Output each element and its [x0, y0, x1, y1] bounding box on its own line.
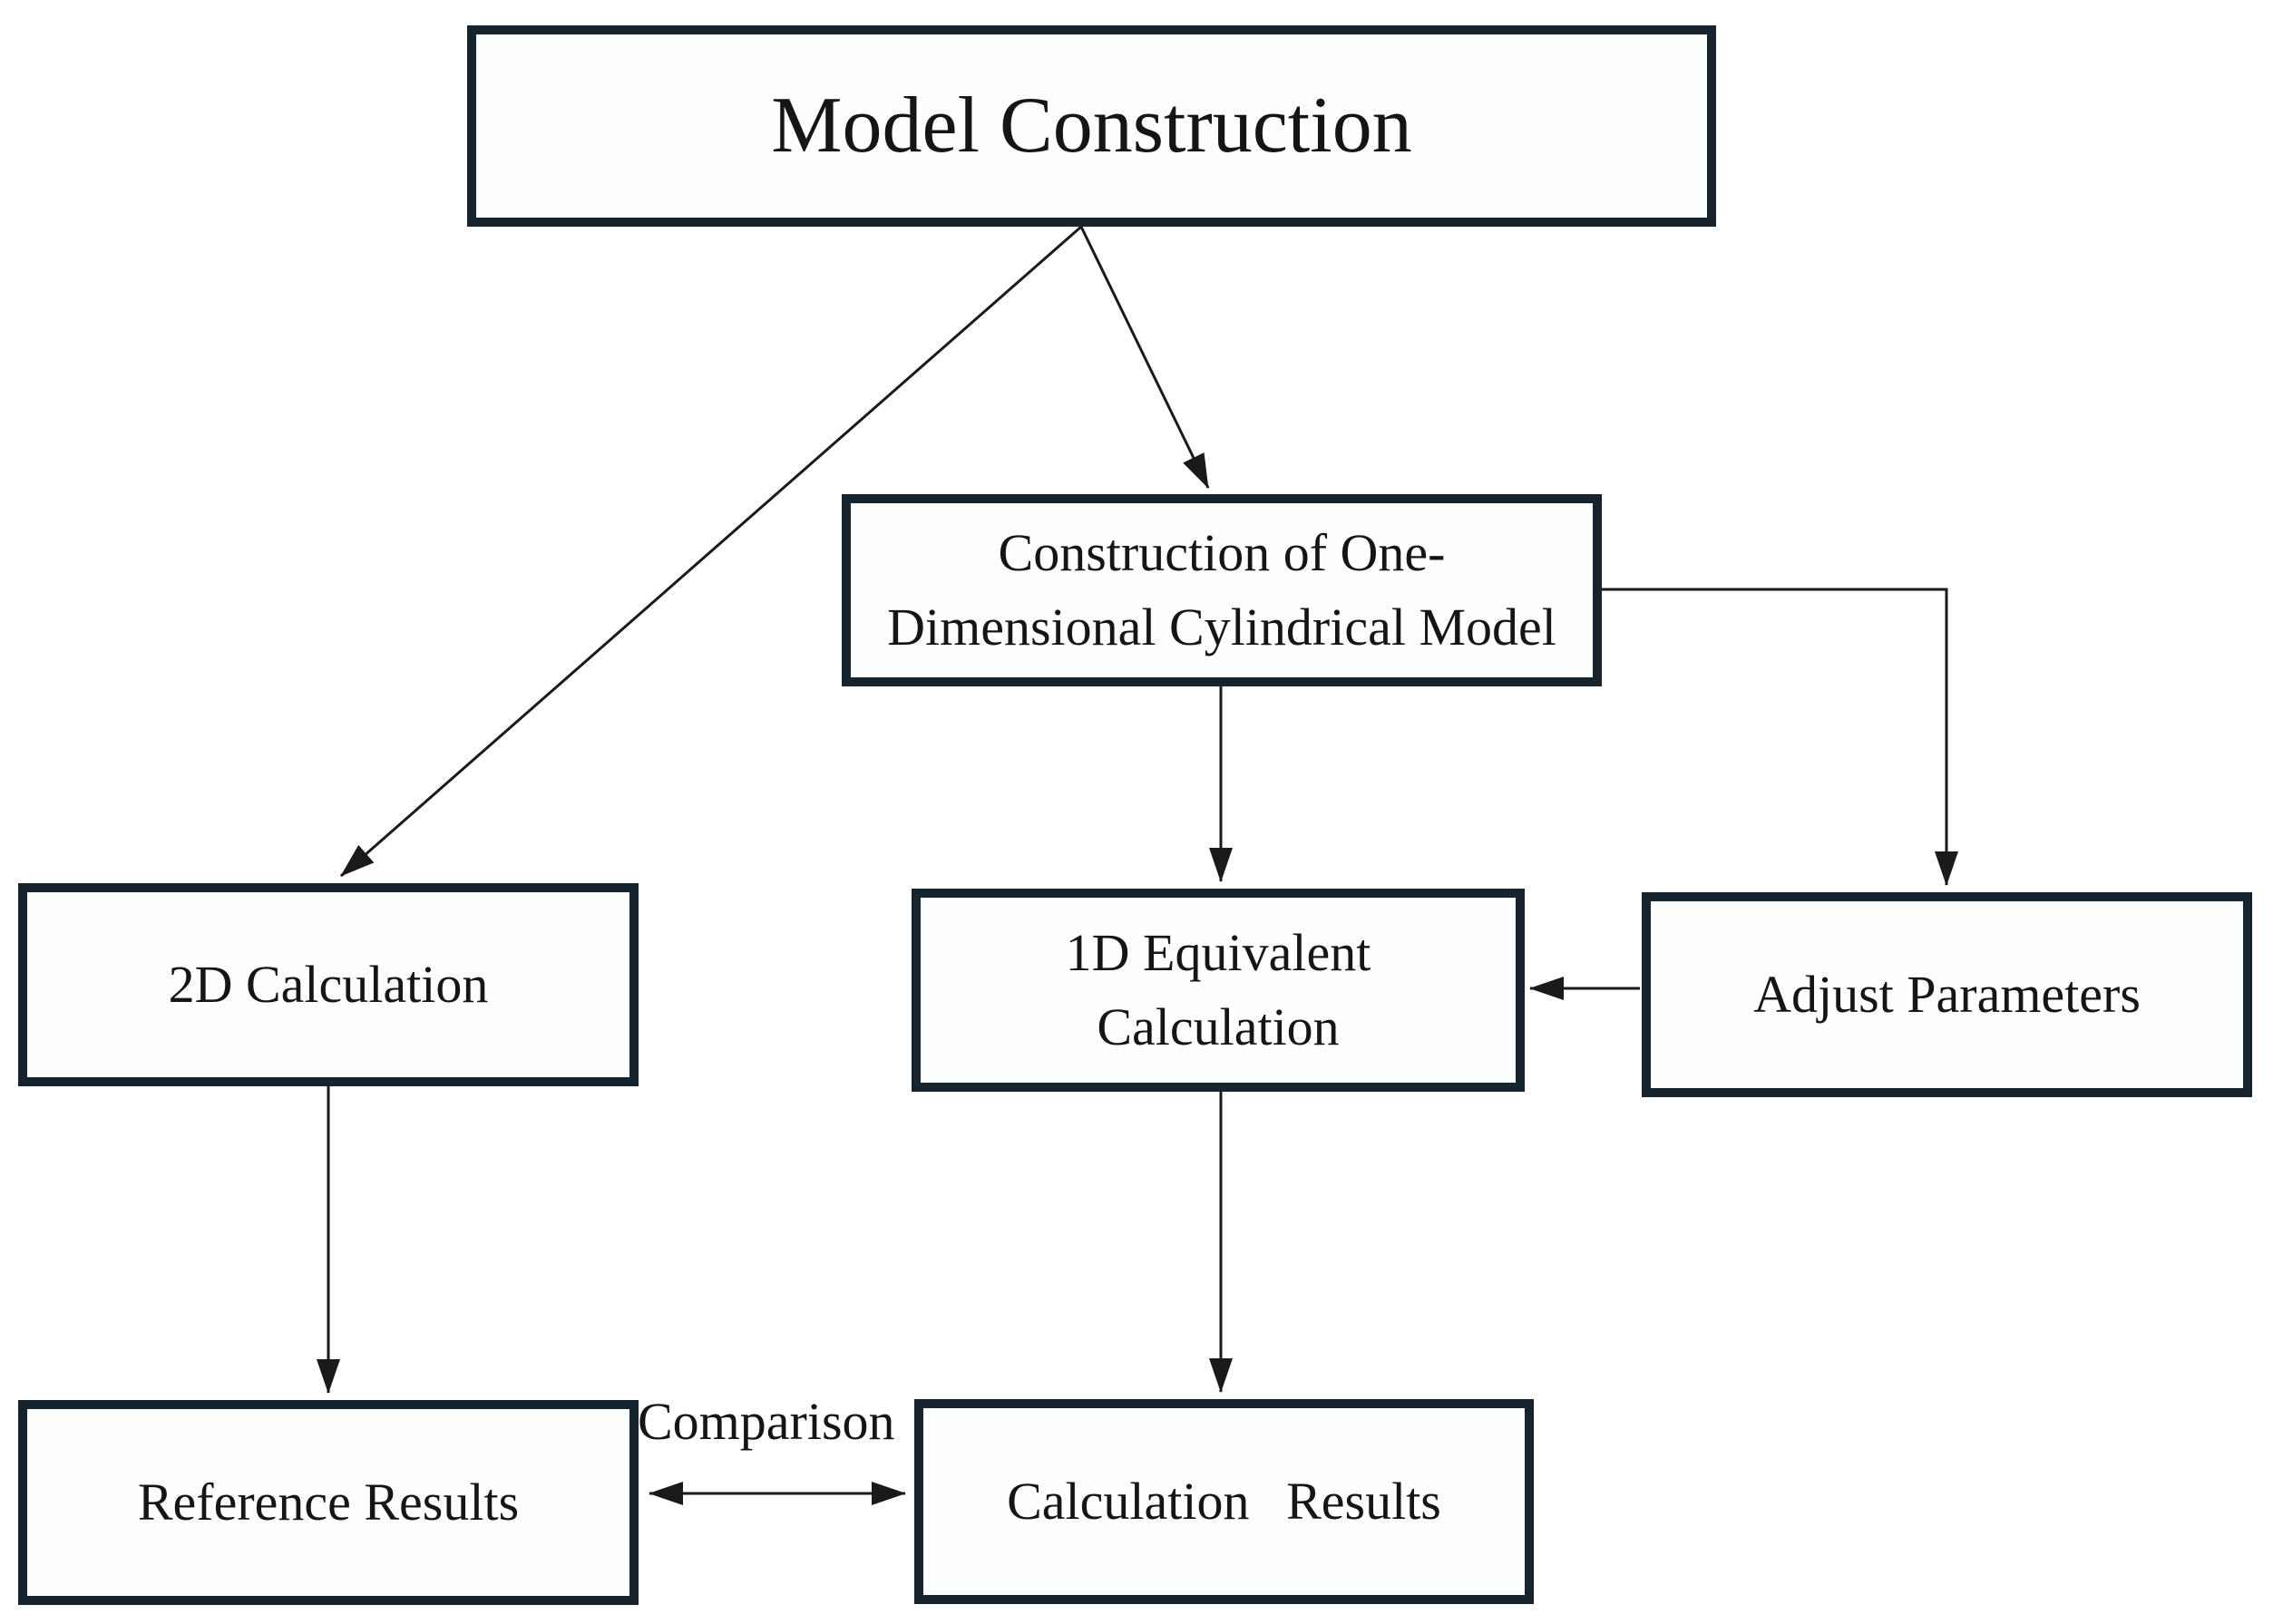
node-label: Adjust Parameters [1753, 964, 2141, 1024]
edge-construction-1d-to-adjust-parameters [1602, 588, 1958, 886]
node-label-line2: Calculation [1097, 997, 1340, 1056]
node-1d-equivalent-calculation: 1D Equivalent Calculation [912, 889, 1525, 1092]
node-label: Model Construction [771, 82, 1412, 170]
node-label-line1: Construction of One- [998, 522, 1446, 582]
node-adjust-parameters: Adjust Parameters [1642, 892, 2252, 1097]
node-label: 2D Calculation [168, 954, 489, 1014]
node-label: Construction of One- Dimensional Cylindr… [887, 516, 1556, 666]
node-label: 1D Equivalent Calculation [1066, 916, 1371, 1065]
edge-model-to-2d-calculation [340, 225, 1082, 878]
comparison-label: Comparison [638, 1392, 895, 1451]
node-label-line1: 1D Equivalent [1065, 922, 1371, 982]
node-2d-calculation: 2D Calculation [18, 883, 639, 1086]
node-reference-results: Reference Results [18, 1400, 639, 1605]
node-label: Reference Results [137, 1472, 520, 1532]
node-label-line2: Dimensional Cylindrical Model [887, 598, 1556, 656]
node-label: Calculation Results [1007, 1471, 1441, 1531]
node-construction-1d-model: Construction of One- Dimensional Cylindr… [842, 494, 1602, 686]
edge-model-to-construction-1d [1079, 226, 1210, 489]
node-calculation-results: Calculation Results [914, 1399, 1534, 1604]
node-model-construction: Model Construction [467, 25, 1716, 227]
